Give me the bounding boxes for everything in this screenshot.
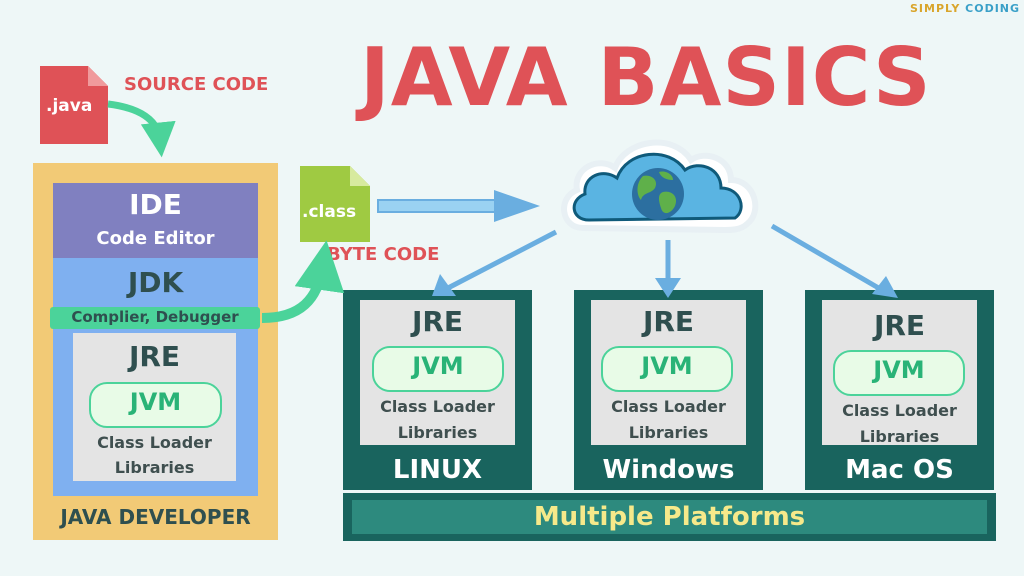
platform-macos-jre: JRE <box>873 309 926 342</box>
jdk-tools-bar <box>50 307 260 329</box>
jdk-subtitle: Complier, Debugger <box>71 308 239 326</box>
platform-linux-jvm-pill <box>372 346 504 392</box>
source-code-label: SOURCE CODE <box>124 74 269 95</box>
ide-subtitle: Code Editor <box>96 228 215 249</box>
platform-windows-jvm-pill <box>601 346 733 392</box>
java-file-label: .java <box>46 96 93 116</box>
platform-windows-name: Windows <box>602 455 735 485</box>
platform-linux-jre: JRE <box>411 305 464 338</box>
platform-macos-class-loader: Class Loader <box>842 401 957 420</box>
brand-part-1: SIMPLY <box>910 2 961 15</box>
platform-linux-jvm: JVM <box>412 352 464 380</box>
cloud-globe-icon <box>555 132 767 240</box>
platform-macos-jvm: JVM <box>873 356 925 384</box>
platform-windows-jvm: JVM <box>641 352 693 380</box>
platform-windows-class-loader: Class Loader <box>611 397 726 416</box>
bytecode-to-cloud-arrow <box>377 190 540 222</box>
platform-linux-libraries: Libraries <box>397 423 478 442</box>
page-title: JAVA BASICS <box>360 31 932 124</box>
platform-linux-class-loader: Class Loader <box>380 397 495 416</box>
brand-logo: SIMPLY CODING <box>910 2 1020 18</box>
platform-macos-name: Mac OS <box>845 455 954 485</box>
class-file-label: .class <box>302 202 357 222</box>
platform-windows-libraries: Libraries <box>628 423 709 442</box>
cloud-to-linux-arrow <box>432 229 558 296</box>
class-file-icon <box>300 166 370 242</box>
source-to-dev-arrow <box>107 100 176 158</box>
platform-macos-libraries: Libraries <box>859 427 940 446</box>
ide-title: IDE <box>129 188 182 221</box>
developer-jvm-label: JVM <box>129 388 182 416</box>
developer-class-loader: Class Loader <box>97 433 212 452</box>
developer-jre-title: JRE <box>128 340 181 373</box>
multiple-platforms-bar-inner <box>352 500 987 534</box>
cloud-to-macos-arrow <box>770 223 898 298</box>
multiple-platforms-label: Multiple Platforms <box>533 502 806 532</box>
ide-box <box>53 183 258 258</box>
jdk-title: JDK <box>127 266 184 299</box>
brand-part-2: CODING <box>965 2 1021 15</box>
java-file-icon <box>40 66 108 144</box>
platform-linux-name: LINUX <box>392 455 483 485</box>
java-developer-label: JAVA DEVELOPER <box>60 505 251 529</box>
developer-jvm-pill <box>89 382 222 428</box>
platform-windows-jre: JRE <box>642 305 695 338</box>
byte-code-label: BYTE CODE <box>327 244 440 265</box>
platform-macos-jvm-pill <box>833 350 965 396</box>
developer-libraries: Libraries <box>114 458 195 477</box>
